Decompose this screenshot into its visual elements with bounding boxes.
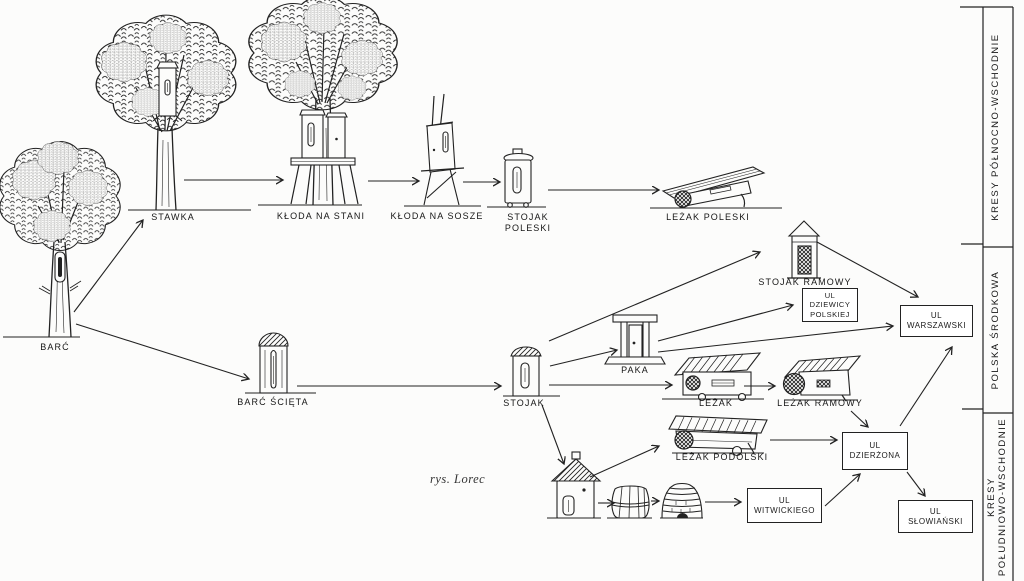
node-box-ul-slowianski: UL SŁOWIAŃSKI bbox=[898, 500, 973, 533]
region-label-kresy-poludniowo-wschodnie: KRESY POŁUDNIOWO-WSCHODNIE bbox=[986, 417, 1008, 577]
arrow-stojak-stojak-ramowy bbox=[548, 252, 760, 342]
label-barc-scieta: BARĆ ŚCIĘTA bbox=[237, 397, 309, 407]
lezak-ramowy-drawing bbox=[782, 355, 862, 402]
label-lezak-podolski: LEŻAK PODOLSKI bbox=[675, 452, 769, 462]
paka-drawing bbox=[604, 314, 666, 365]
arrow-paka-ul-warszawski bbox=[657, 326, 893, 353]
stojak-ramowy-drawing bbox=[787, 220, 821, 279]
tower-hive-drawing bbox=[550, 451, 602, 519]
region-band bbox=[960, 6, 1014, 581]
arrow-barc-stawka bbox=[73, 220, 143, 313]
label-stojak: STOJAK bbox=[503, 398, 545, 408]
barc-scieta-drawing bbox=[258, 332, 289, 394]
node-box-label: UL WARSZAWSKI bbox=[906, 311, 967, 330]
node-box-label: UL DZIERŻONA bbox=[849, 441, 901, 460]
stojak-drawing bbox=[510, 346, 542, 397]
region-label-polska-srodkowa: POLSKA ŚRODKOWA bbox=[990, 270, 1001, 390]
arrow-ul-dzierzona-ul-warszawski bbox=[899, 347, 952, 427]
node-box-ul-warszawski: UL WARSZAWSKI bbox=[900, 305, 973, 337]
label-barc: BARĆ bbox=[40, 342, 70, 352]
figure-credit: rys. Lorec bbox=[430, 472, 486, 486]
node-box-ul-dziewicy-polskiej: UL DZIEWICY POLSKIEJ bbox=[802, 288, 858, 322]
arrow-stojak-paka bbox=[549, 350, 617, 367]
barrel-hive-drawing bbox=[611, 485, 650, 519]
lezak-podolski-drawing bbox=[668, 415, 768, 457]
arrow-ul-witwickiego-ul-dzierzona bbox=[824, 474, 860, 507]
kloda-na-stani-drawing bbox=[248, 0, 398, 206]
node-box-label: UL DZIEWICY POLSKIEJ bbox=[809, 290, 851, 319]
node-box-ul-witwickiego: UL WITWICKIEGO bbox=[747, 488, 822, 523]
lezak-drawing bbox=[673, 352, 762, 402]
label-lezak-poleski: LEŻAK POLESKI bbox=[666, 212, 750, 222]
arrow-lezak-ramowy-ul-dzierzona bbox=[850, 410, 868, 427]
arrow-tower-hive-lezak-podolski bbox=[589, 446, 659, 478]
label-lezak: LEŻAK bbox=[698, 398, 734, 408]
arrow-stojak-ramowy-ul-warszawski bbox=[816, 241, 918, 297]
node-box-label: UL WITWICKIEGO bbox=[753, 495, 816, 515]
label-lezak-ramowy: LEŻAK RAMOWY bbox=[777, 398, 863, 408]
arrow-paka-ul-dziewicy-polskiej bbox=[657, 305, 793, 342]
stawka-drawing bbox=[95, 14, 237, 211]
label-kloda-na-stani: KŁODA NA STANI bbox=[276, 211, 366, 221]
lezak-poleski-drawing bbox=[661, 166, 766, 208]
arrow-ul-dzierzona-ul-slowianski bbox=[906, 471, 925, 496]
region-label-kresy-polnocno-wschodnie: KRESY PÓŁNOCNO-WSCHODNIE bbox=[990, 33, 1001, 221]
label-paka: PAKA bbox=[621, 365, 649, 375]
label-stawka: STAWKA bbox=[151, 212, 195, 222]
skep-hive-drawing bbox=[661, 482, 703, 519]
label-stojak-ramowy: STOJAK RAMOWY bbox=[758, 277, 852, 287]
label-kloda-na-sosze: KŁODA NA SOSZE bbox=[390, 211, 484, 221]
flow-arrows bbox=[73, 180, 952, 507]
arrow-barc-barc-scieta bbox=[75, 323, 249, 379]
arrow-stojak-tower-hive bbox=[541, 404, 564, 464]
barc-tree-drawing bbox=[0, 140, 121, 338]
node-box-label: UL SŁOWIAŃSKI bbox=[908, 506, 963, 526]
stojak-poleski-drawing bbox=[503, 148, 534, 208]
label-stojak-poleski: STOJAK POLESKI bbox=[504, 212, 552, 233]
ground-lines bbox=[3, 204, 858, 519]
kloda-na-sosze-drawing bbox=[420, 93, 465, 206]
node-box-ul-dzierzona: UL DZIERŻONA bbox=[842, 432, 908, 470]
